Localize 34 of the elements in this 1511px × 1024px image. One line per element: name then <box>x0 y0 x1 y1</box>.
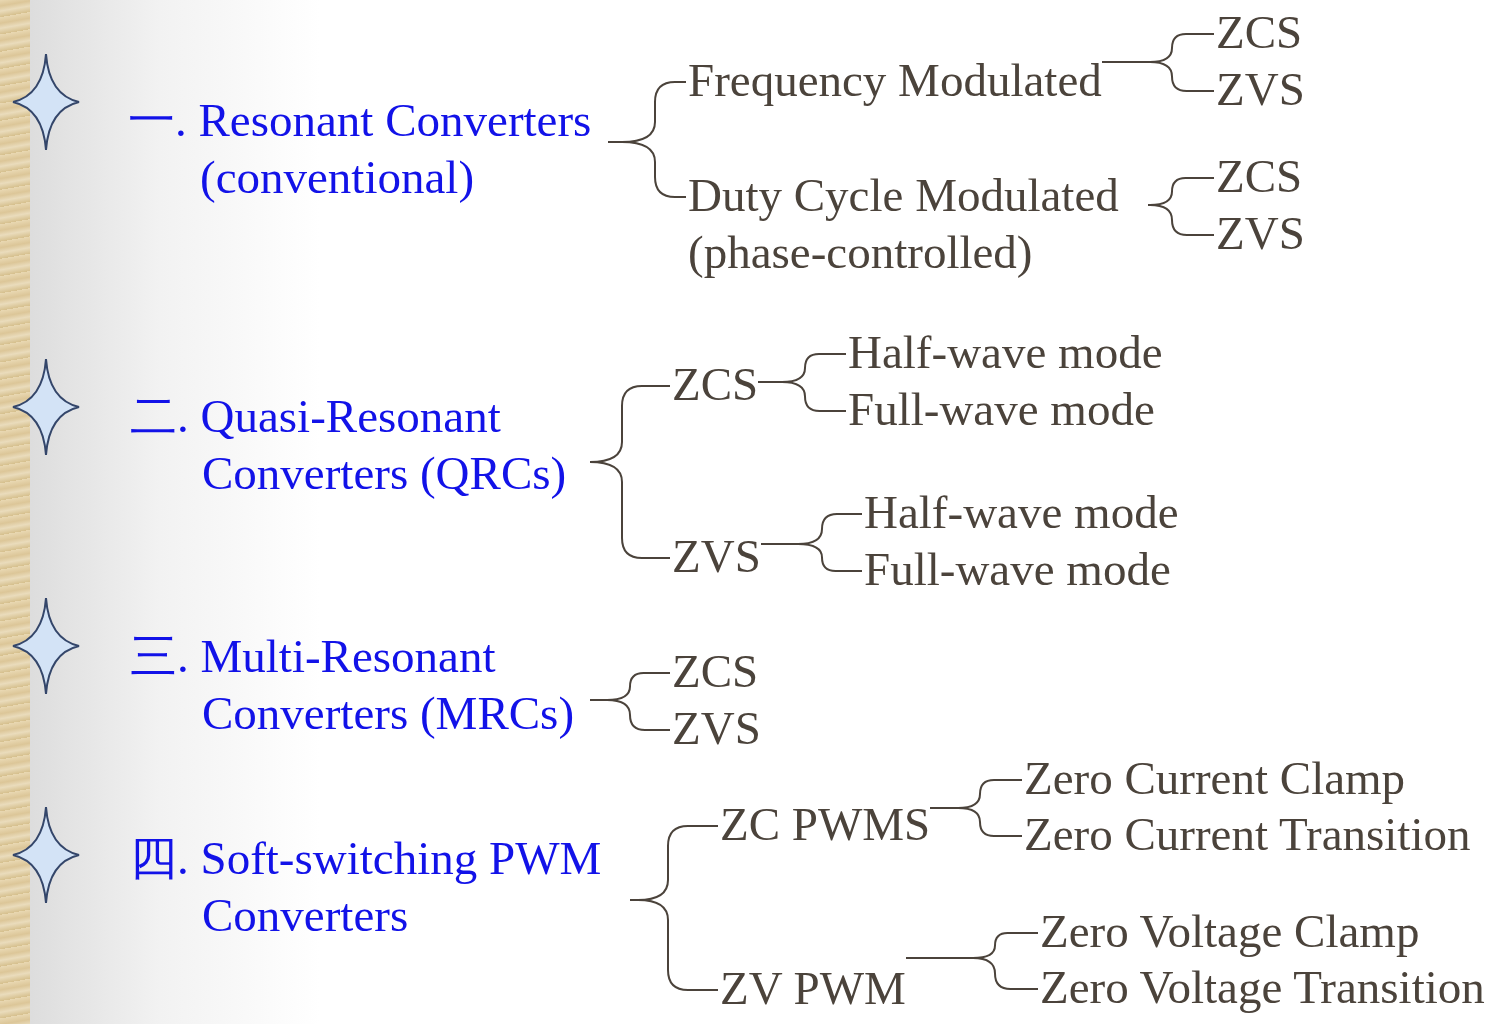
branch-label: Duty Cycle Modulated (phase-controlled) <box>688 167 1148 281</box>
branch-label: ZVS <box>672 528 761 585</box>
branch-label: Zero Current Clamp <box>1024 750 1406 807</box>
category-heading: 二. Quasi-Resonant Converters (QRCs) <box>130 388 590 502</box>
branch-label: ZV PWM <box>720 960 906 1017</box>
brace-line <box>589 461 671 559</box>
branch-label: Frequency Modulated <box>688 52 1102 109</box>
branch-label: Zero Voltage Clamp <box>1040 903 1420 960</box>
brace-line <box>589 699 671 731</box>
branch-label: Zero Voltage Transition <box>1040 959 1485 1016</box>
branch-label: Half-wave mode <box>864 484 1179 541</box>
branch-label: Half-wave mode <box>848 324 1163 381</box>
brace-line <box>1147 204 1215 236</box>
branch-label: Zero Current Transition <box>1024 806 1471 863</box>
brace-line <box>1101 61 1215 92</box>
branch-label: ZVS <box>1216 205 1305 262</box>
branch-label: ZC PWMS <box>720 796 931 853</box>
brace-line <box>929 807 1023 837</box>
branch-label: ZVS <box>1216 61 1305 118</box>
brace-line <box>760 543 863 572</box>
branch-label: ZCS <box>672 356 759 413</box>
branch-label: ZCS <box>1216 148 1303 205</box>
branch-label: ZVS <box>672 700 761 757</box>
branch-label: Full-wave mode <box>848 381 1155 438</box>
branch-label: ZCS <box>672 643 759 700</box>
brace-line <box>629 899 719 991</box>
brace-line <box>607 141 687 198</box>
category-heading: 一. Resonant Converters (conventional) <box>128 92 608 206</box>
category-heading: 四. Soft-switching PWM Converters <box>130 830 630 944</box>
brace-line <box>905 957 1039 990</box>
category-heading: 三. Multi-Resonant Converters (MRCs) <box>130 628 590 742</box>
branch-label: ZCS <box>1216 4 1303 61</box>
brace-line <box>757 381 847 412</box>
branch-label: Full-wave mode <box>864 541 1171 598</box>
